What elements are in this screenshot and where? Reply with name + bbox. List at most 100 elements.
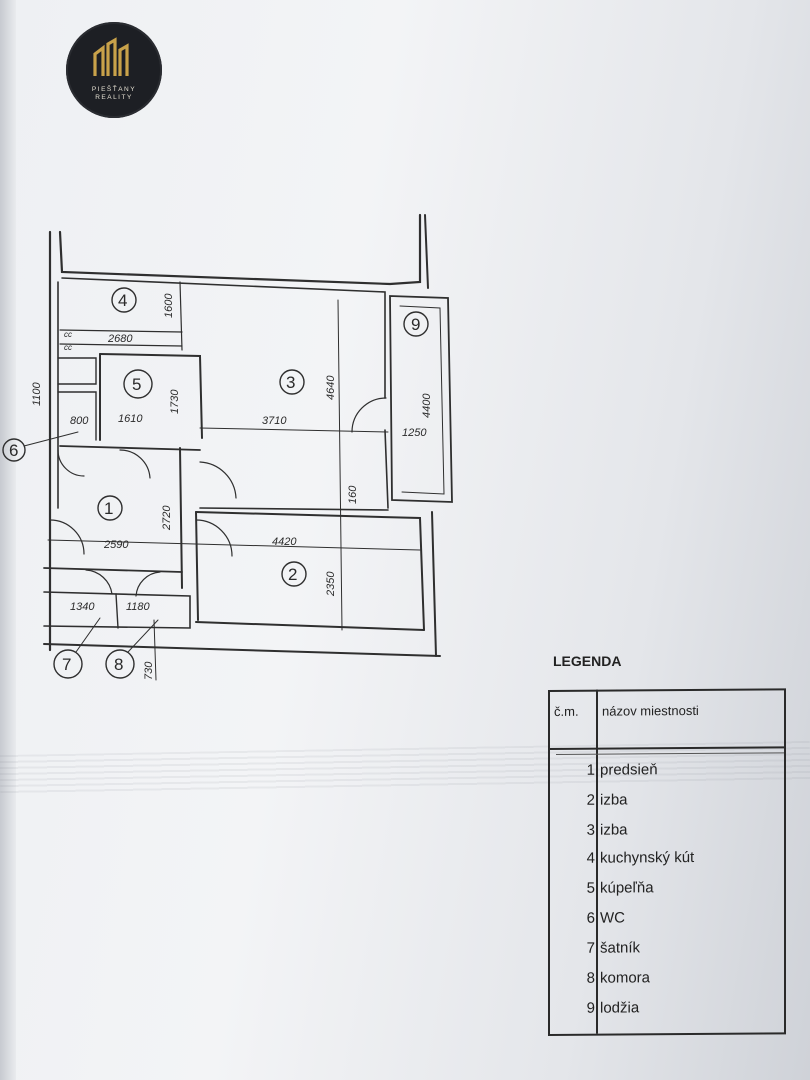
dim-1250: 1250 <box>402 427 427 439</box>
room-2-marker <box>281 561 307 587</box>
legend-header-name: názov miestnosti <box>602 702 699 719</box>
legend-row: 7 šatník <box>548 938 784 970</box>
legend-row-number: 5 <box>586 879 595 897</box>
room-3-marker <box>279 369 305 395</box>
legend-row: 9 lodžia <box>548 998 784 1030</box>
paper-edge <box>0 0 16 1080</box>
wall-room2-left <box>195 511 199 621</box>
company-logo: PIEŠŤANY REALITY <box>66 22 162 118</box>
room-8-marker <box>105 649 135 679</box>
dim-4640: 4640 <box>325 375 337 400</box>
dimension-line-vertical <box>337 299 343 631</box>
leader-8 <box>127 619 159 653</box>
room-number-2: 2 <box>288 565 297 584</box>
wall-room2-bottom <box>195 621 425 631</box>
dim-cc-2: cc <box>64 343 72 352</box>
legend-row-number: 1 <box>586 761 595 779</box>
wall-top-outer <box>58 213 422 286</box>
legend-row: 2 izba <box>548 790 784 822</box>
legend-row-number: 6 <box>586 909 595 927</box>
building-logo-icon <box>93 37 129 76</box>
legend-row: 5 kúpeľňa <box>548 878 784 910</box>
wall-storage-divider <box>115 593 119 629</box>
leader-6 <box>23 431 79 447</box>
legend-row-name: šatník <box>600 939 641 957</box>
legend-row-name: WC <box>600 909 625 927</box>
legend-row: 8 komora <box>548 968 784 1000</box>
wall-bathroom-top <box>99 353 203 439</box>
legend-table: č.m. názov miestnosti 1 predsieň 2 izba … <box>548 688 786 1036</box>
wall-loggia <box>389 295 453 503</box>
legend-header-number: č.m. <box>554 703 579 719</box>
wall-hall-top <box>59 445 201 451</box>
door-storage <box>135 571 161 597</box>
legend-row-name: komora <box>600 969 651 987</box>
dim-2680: 2680 <box>107 333 133 345</box>
room-7-marker <box>53 649 83 679</box>
legend-row-name: izba <box>600 791 628 809</box>
logo-brand-line2: REALITY <box>95 94 133 101</box>
room-1-marker <box>97 495 123 521</box>
dim-3710: 3710 <box>262 415 287 427</box>
dim-4400: 4400 <box>421 393 433 418</box>
legend-row: 3 izba <box>548 820 784 852</box>
door-wardrobe <box>85 569 113 595</box>
legend-row-number: 2 <box>586 791 595 809</box>
door-entrance <box>49 519 85 555</box>
door-room3 <box>351 397 387 433</box>
legend-row-name: kuchynský kút <box>600 848 695 867</box>
room-5-marker <box>123 369 153 399</box>
legend-row-number: 3 <box>586 821 595 839</box>
dim-1600: 1600 <box>163 293 175 318</box>
legend-row-name: izba <box>600 821 628 839</box>
dim-2720: 2720 <box>161 505 173 531</box>
wall-kitchen-top <box>61 277 386 399</box>
legend-row: 1 predsieň <box>548 760 784 792</box>
counter-bottom <box>59 343 183 347</box>
door-hall-room3 <box>199 461 237 499</box>
room-number-3: 3 <box>286 373 295 392</box>
door-bathroom <box>119 449 151 479</box>
wall-kitchen-divider <box>179 281 183 351</box>
dimension-2590-line <box>47 539 421 551</box>
dim-160: 160 <box>347 485 359 504</box>
wall-top-right <box>424 214 429 289</box>
dimension-730-line <box>153 619 157 681</box>
wall-bottom-outer <box>43 643 441 657</box>
logo-brand-line1: PIEŠŤANY <box>91 86 137 93</box>
room-9-marker <box>403 311 429 337</box>
legend-row-name: lodžia <box>600 999 640 1017</box>
dim-1340: 1340 <box>70 601 95 613</box>
room-6-marker <box>2 438 26 462</box>
legend-row-name: predsieň <box>600 761 658 779</box>
wall-storage <box>43 591 191 629</box>
wall-hall-right <box>179 447 183 589</box>
wall-right-outer <box>431 511 437 657</box>
door-wc <box>57 449 85 477</box>
legend-row-name: kúpeľňa <box>600 879 654 897</box>
legend-row-number: 8 <box>586 969 595 987</box>
dim-2590: 2590 <box>103 539 129 551</box>
wall-wc <box>57 391 97 441</box>
legend-row-number: 4 <box>586 849 595 867</box>
wall-wardrobe-top <box>43 567 183 573</box>
dim-1610: 1610 <box>118 413 143 425</box>
room-number-7: 7 <box>62 655 71 674</box>
room-number-5: 5 <box>132 375 141 394</box>
dim-1180: 1180 <box>126 601 151 613</box>
room-number-8: 8 <box>114 655 123 674</box>
counter-top <box>59 329 183 333</box>
legend-row-number: 7 <box>586 939 595 957</box>
leader-7 <box>75 617 101 653</box>
dim-730: 730 <box>143 661 155 680</box>
room-number-9: 9 <box>411 315 420 334</box>
wall-room3-bottom <box>199 507 389 511</box>
wall-room2-top <box>195 511 425 631</box>
legend-row: 6 WC <box>548 908 784 940</box>
room-number-6: 6 <box>9 441 18 460</box>
dimension-3710-line <box>199 427 389 433</box>
door-hall-room2 <box>195 519 233 557</box>
wall-room3-right <box>384 429 389 509</box>
